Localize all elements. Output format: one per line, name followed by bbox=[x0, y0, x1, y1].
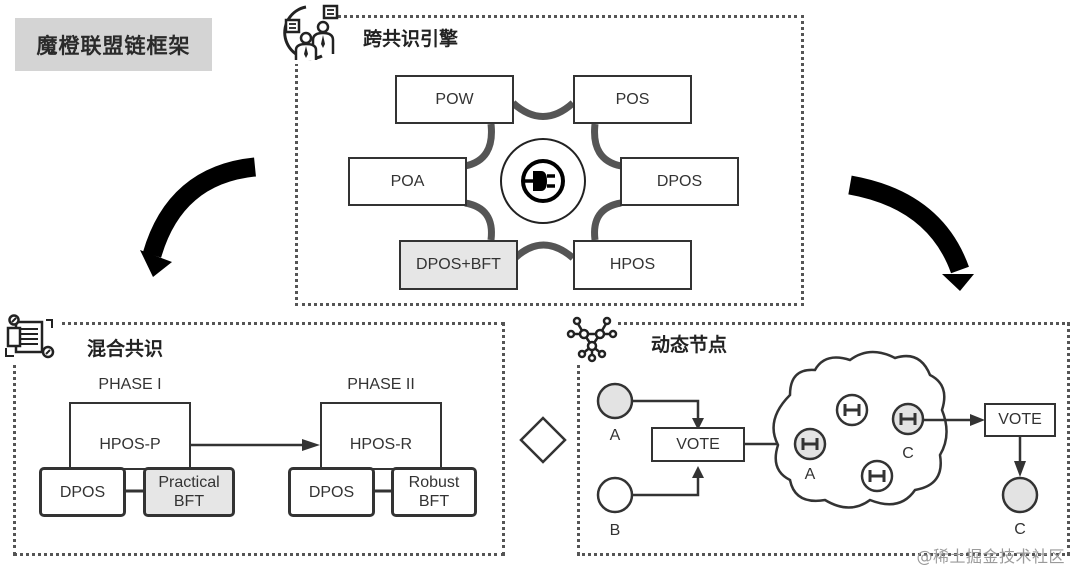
input-node-b bbox=[596, 476, 634, 514]
input-node-a bbox=[596, 382, 634, 420]
cloud-node-c bbox=[891, 402, 925, 436]
phase-1-label: PHASE I bbox=[98, 376, 162, 393]
phase-2-label: PHASE II bbox=[347, 376, 415, 393]
hybrid-consensus-panel bbox=[13, 322, 505, 556]
phase-1-bft-box: Practical BFT bbox=[143, 467, 235, 517]
phase-2-main-label: HPOS-R bbox=[349, 436, 413, 453]
engine-node-pos: POS bbox=[573, 75, 692, 124]
vote-box-2: VOTE bbox=[984, 403, 1056, 437]
watermark: @稀土掘金技术社区 bbox=[916, 547, 1065, 566]
connector-pow-pos bbox=[510, 100, 576, 120]
cloud-node-a-label: A bbox=[804, 466, 816, 483]
phase-1-dpos-box: DPOS bbox=[39, 467, 126, 517]
input-node-a-label: A bbox=[609, 427, 621, 444]
phase-2-bft-box: Robust BFT bbox=[391, 467, 477, 517]
dynamic-nodes-panel bbox=[577, 322, 1070, 556]
engine-node-hpos: HPOS bbox=[573, 240, 692, 290]
engine-node-pow: POW bbox=[395, 75, 514, 124]
engine-node-poa: POA bbox=[348, 157, 467, 206]
engine-node-dpos-bft: DPOS+BFT bbox=[399, 240, 518, 290]
cloud-shape bbox=[772, 350, 948, 509]
network-nodes-icon bbox=[566, 316, 618, 363]
vote-box-1: VOTE bbox=[651, 427, 745, 462]
cloud-node-a bbox=[793, 427, 827, 461]
connector-pos-dpos bbox=[591, 123, 622, 170]
arrowhead-vote-to-output bbox=[1014, 461, 1026, 477]
connector-poa-dpos-bft bbox=[464, 199, 495, 241]
engine-title: 跨共识引擎 bbox=[363, 28, 459, 50]
arrowhead-c-to-vote bbox=[970, 414, 985, 426]
arrowhead-b-to-vote bbox=[692, 466, 704, 478]
phase-1-main-label: HPOS-P bbox=[99, 436, 161, 453]
output-node-c-label: C bbox=[1014, 521, 1026, 538]
dynamic-title: 动态节点 bbox=[651, 334, 728, 356]
cloud-node-top bbox=[835, 393, 869, 427]
phase-1-main-box: HPOS-P bbox=[69, 402, 191, 470]
cross-consensus-engine-panel bbox=[295, 15, 804, 306]
connector-pow-poa bbox=[464, 123, 495, 170]
phase-2-main-box: HPOS-R bbox=[320, 402, 442, 470]
engine-node-dpos: DPOS bbox=[620, 157, 739, 206]
framework-title: 魔橙联盟链框架 bbox=[15, 18, 212, 71]
phase-transition-arrowhead bbox=[302, 439, 320, 451]
people-discussion-icon bbox=[276, 2, 339, 64]
input-node-b-label: B bbox=[609, 522, 621, 539]
cloud-node-bottom bbox=[860, 459, 894, 493]
connector-dpos-hpos bbox=[591, 199, 622, 241]
hybrid-title: 混合共识 bbox=[87, 338, 164, 360]
cloud-node-c-label: C bbox=[902, 445, 914, 462]
phase-2-dpos-box: DPOS bbox=[288, 467, 375, 517]
connector-dposbft-hpos bbox=[512, 241, 576, 261]
output-node-c bbox=[1001, 476, 1039, 514]
documents-sync-icon bbox=[2, 312, 60, 362]
arrowhead-a-to-vote bbox=[692, 418, 704, 430]
